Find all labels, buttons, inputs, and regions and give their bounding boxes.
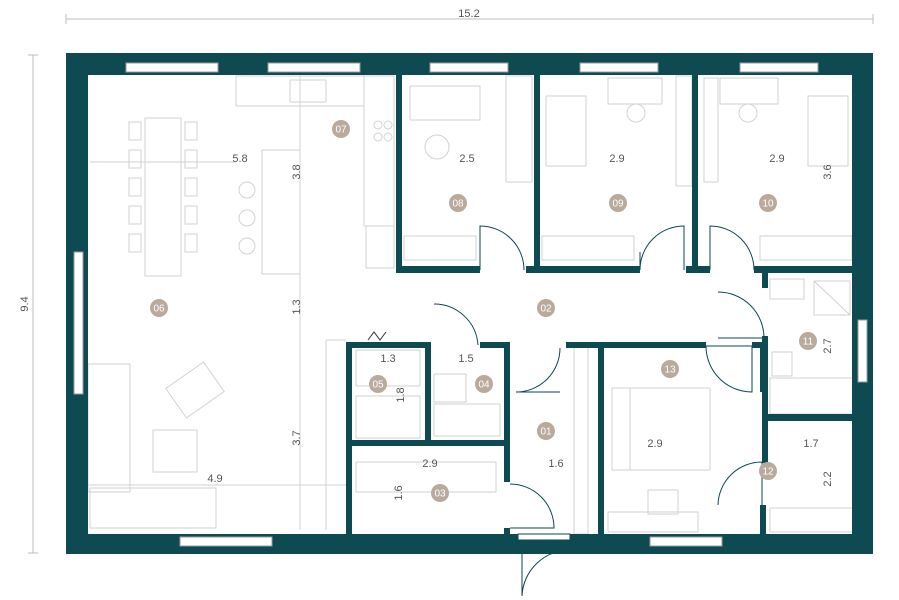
room-dimension-label: 2.7 bbox=[822, 338, 834, 353]
room-dimension-label: 2.9 bbox=[422, 458, 437, 470]
room-dimension-label: 5.8 bbox=[232, 153, 247, 165]
room-number: 09 bbox=[612, 199, 624, 210]
room-badge bbox=[537, 299, 555, 317]
room-badge bbox=[759, 194, 777, 212]
room-number: 05 bbox=[372, 380, 384, 391]
room-dimension-label: 2.9 bbox=[609, 153, 624, 165]
room-dimension-label: 1.6 bbox=[548, 458, 563, 470]
room-number: 04 bbox=[478, 380, 490, 391]
overall-dimensions: 15.2 9.4 bbox=[19, 8, 874, 554]
room-number: 10 bbox=[762, 199, 774, 210]
doors bbox=[367, 225, 765, 597]
room-badge bbox=[537, 422, 555, 440]
room-badge bbox=[332, 120, 350, 138]
room-dimensions: 5.8 3.8 1.3 3.7 4.9 2.5 2.9 2.9 3.6 1.3 1.8 1.5 1.6 2… bbox=[207, 153, 834, 501]
room-number: 02 bbox=[540, 304, 552, 315]
room-badge bbox=[609, 194, 627, 212]
room-dimension-label: 3.7 bbox=[291, 430, 303, 445]
room-number: 12 bbox=[762, 467, 774, 478]
room-dimension-label: 3.8 bbox=[291, 164, 303, 179]
room-badges: 01 02 03 04 05 06 07 08 09 10 11 12 13 bbox=[150, 120, 817, 502]
room-dimension-label: 3.6 bbox=[822, 164, 834, 179]
room-badge bbox=[431, 484, 449, 502]
room-dimension-label: 2.9 bbox=[769, 153, 784, 165]
overall-width-label: 15.2 bbox=[458, 8, 479, 20]
room-dimension-label: 2.2 bbox=[822, 471, 834, 486]
room-badge bbox=[150, 299, 168, 317]
windows bbox=[73, 62, 868, 547]
room-dimension-label: 1.3 bbox=[291, 299, 303, 314]
room-dimension-label: 1.5 bbox=[458, 353, 473, 365]
room-badge bbox=[799, 332, 817, 350]
room-number: 11 bbox=[803, 337, 814, 348]
room-dimension-label: 1.3 bbox=[380, 353, 395, 365]
room-number: 03 bbox=[434, 489, 446, 500]
room-number: 06 bbox=[153, 304, 165, 315]
walls bbox=[66, 53, 873, 554]
room-dimension-label: 1.6 bbox=[393, 485, 405, 500]
room-number: 08 bbox=[452, 199, 464, 210]
room-badge bbox=[661, 360, 679, 378]
furniture bbox=[87, 75, 855, 535]
room-dimension-label: 2.5 bbox=[459, 153, 474, 165]
room-dimension-label: 1.8 bbox=[395, 387, 407, 402]
room-badge bbox=[475, 375, 493, 393]
room-number: 01 bbox=[540, 427, 552, 438]
overall-height-label: 9.4 bbox=[19, 296, 31, 311]
room-dimension-label: 4.9 bbox=[207, 473, 222, 485]
room-badge bbox=[449, 194, 467, 212]
room-number: 13 bbox=[664, 365, 676, 376]
room-dimension-label: 1.7 bbox=[803, 438, 818, 450]
room-badge bbox=[759, 462, 777, 480]
room-badge bbox=[369, 375, 387, 393]
room-number: 07 bbox=[335, 125, 347, 136]
room-dimension-label: 2.9 bbox=[647, 438, 662, 450]
